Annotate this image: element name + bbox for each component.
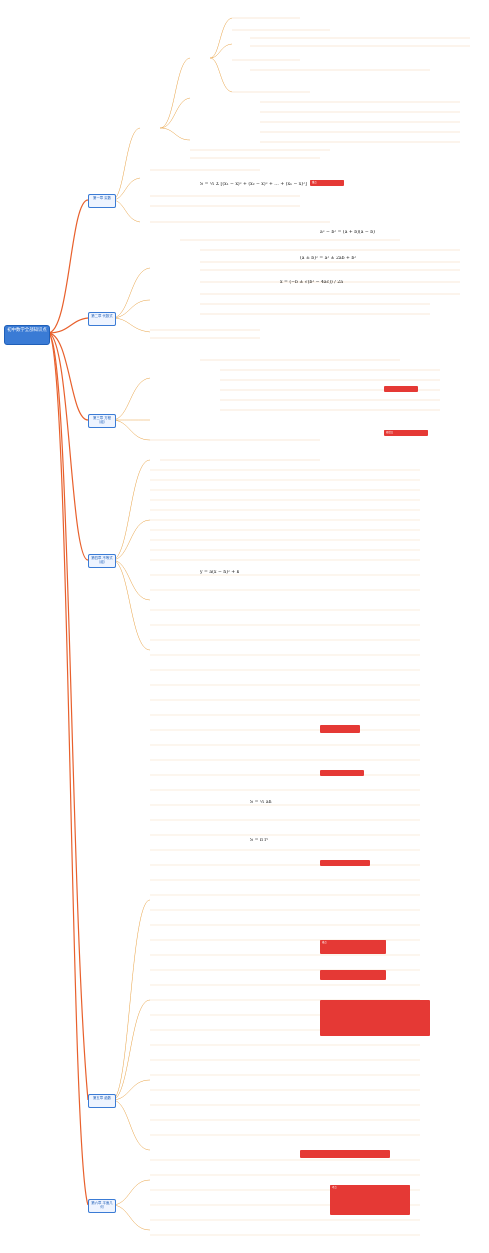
leaf-lines xyxy=(150,17,470,461)
note-difficult: 难点 xyxy=(320,940,386,945)
branch-geometry[interactable]: 第六章 平面几何 xyxy=(88,1199,116,1213)
formula-triangle-area: S = ½ ah xyxy=(250,800,272,805)
formula-difference-squares: a² − b² = (a + b)(a − b) xyxy=(320,230,375,235)
branch-inequalities[interactable]: 第四章 不等式（组） xyxy=(88,554,116,568)
root-node[interactable]: 初中数学全部知识点 xyxy=(4,325,50,345)
branch-functions[interactable]: 第五章 函数 xyxy=(88,1094,116,1108)
highlight-marks xyxy=(300,180,430,1215)
note-exam-point: 考点 xyxy=(330,1185,410,1190)
branch-algebra[interactable]: 第二章 代数式 xyxy=(88,312,116,326)
note-key-point: 重点 xyxy=(310,180,344,185)
formula-perfect-square: (a ± b)² = a² ± 2ab + b² xyxy=(300,256,357,261)
formula-variance: S = ½ Σ [(x₁ − x̄)² + (x₂ − x̄)² + … + (… xyxy=(200,182,307,187)
formula-parabola: y = a(x − h)² + k xyxy=(200,570,240,575)
branch-equations[interactable]: 第三章 方程（组） xyxy=(88,414,116,428)
note-error-prone: 易错点 xyxy=(384,430,428,435)
branch-real-numbers[interactable]: 第一章 实数 xyxy=(88,194,116,208)
main-connectors xyxy=(47,199,89,1206)
formula-circle-area: S = π r² xyxy=(250,838,269,843)
formula-quadratic: x = (−b ± √(b² − 4ac)) / 2a xyxy=(280,280,343,285)
lower-leaf-lines xyxy=(150,469,420,1236)
branch-connectors xyxy=(111,17,233,1231)
